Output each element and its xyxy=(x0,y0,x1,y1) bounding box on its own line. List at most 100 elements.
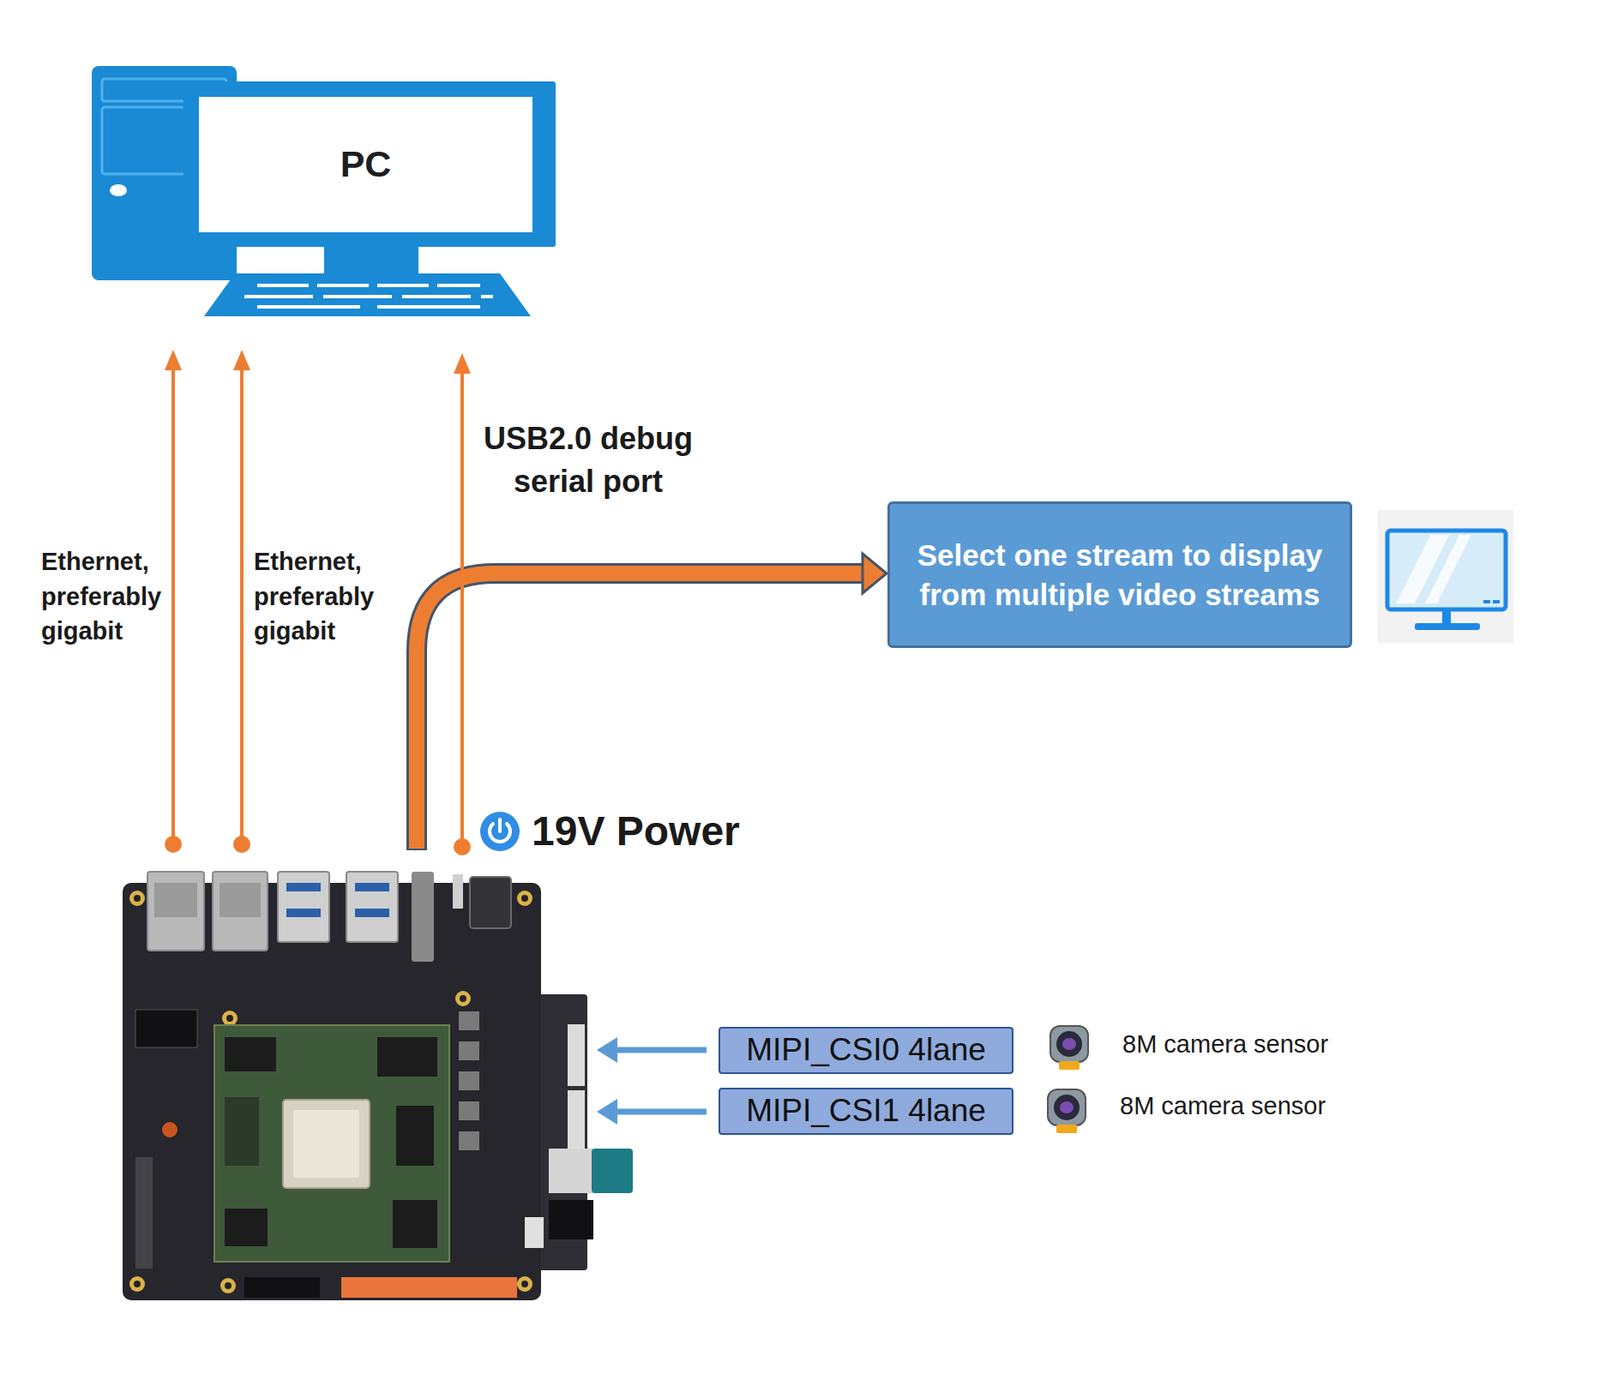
ethernet-arrow xyxy=(171,366,175,845)
pc-icon xyxy=(257,283,481,288)
video-arrow xyxy=(416,573,868,849)
camera-icon xyxy=(1056,1031,1083,1058)
power-icon xyxy=(498,819,502,832)
pc-icon xyxy=(198,96,533,233)
node-text: PC xyxy=(340,142,392,187)
board-illustration xyxy=(224,1282,232,1290)
usb-debug-arrow xyxy=(453,353,471,856)
board-illustration xyxy=(129,890,145,907)
board-illustration xyxy=(567,1090,585,1153)
board-illustration xyxy=(411,872,434,963)
ethernet-arrow xyxy=(164,349,182,854)
node-text: MIPI_CSI1 4lane xyxy=(745,1094,987,1130)
board-illustration xyxy=(548,1148,594,1194)
display-box: Select one stream to display from multip… xyxy=(887,501,1353,649)
board-illustration xyxy=(452,874,464,909)
ethernet-arrow xyxy=(164,836,182,854)
monitor-icon xyxy=(1377,510,1514,644)
camera-icon xyxy=(1050,1026,1089,1071)
board-illustration xyxy=(354,908,390,918)
camera-icon xyxy=(1058,1061,1080,1071)
monitor-icon xyxy=(1492,600,1500,604)
power-icon xyxy=(480,812,520,852)
camera-icon xyxy=(1062,1038,1077,1051)
csi-arrow xyxy=(596,1099,707,1125)
board-illustration xyxy=(226,1015,234,1023)
board-illustration xyxy=(458,1101,480,1121)
board-illustration xyxy=(458,1041,480,1061)
csi-arrow xyxy=(613,1109,707,1116)
usb-debug-arrow xyxy=(460,370,464,848)
board-illustration xyxy=(133,895,141,903)
board-illustration xyxy=(219,883,261,918)
board-illustration xyxy=(521,895,529,903)
board-illustration xyxy=(458,1071,480,1091)
camera-icon xyxy=(1056,1124,1077,1134)
board-illustration xyxy=(286,883,321,892)
board-illustration xyxy=(282,1100,370,1189)
pc-icon xyxy=(324,246,419,274)
monitor-icon xyxy=(1387,530,1506,610)
mipi-box: MIPI_CSI0 4lane xyxy=(718,1027,1014,1075)
monitor-icon xyxy=(1414,623,1480,631)
board-illustration xyxy=(458,1131,480,1151)
mipi-box: MIPI_CSI1 4lane xyxy=(718,1088,1014,1136)
board-illustration xyxy=(135,1157,153,1270)
board-illustration xyxy=(277,872,330,943)
board-illustration xyxy=(396,1106,434,1167)
power-label: 19V Power xyxy=(531,806,740,858)
csi-arrow xyxy=(613,1047,707,1054)
board-illustration xyxy=(222,1010,238,1027)
board-illustration xyxy=(458,1011,480,1031)
monitor-icon xyxy=(1425,535,1472,604)
camera-icon xyxy=(1050,1026,1089,1063)
csi-arrow xyxy=(596,1037,618,1064)
csi-arrow xyxy=(596,1037,707,1064)
board-illustration xyxy=(286,908,321,918)
camera-icon xyxy=(1047,1089,1086,1134)
board-illustration xyxy=(469,877,512,929)
board-illustration xyxy=(244,1277,320,1299)
board-illustration xyxy=(354,883,390,892)
sensor-label: 8M camera sensor xyxy=(1119,1090,1326,1122)
board-illustration xyxy=(455,991,471,1007)
link-label: USB2.0 debug serial port xyxy=(476,417,700,505)
ethernet-arrow xyxy=(164,349,182,371)
monitor-icon xyxy=(1483,600,1491,604)
board-illustration xyxy=(214,1025,450,1263)
link-label: Ethernet, preferably gigabit xyxy=(41,544,172,650)
pc-icon xyxy=(183,81,556,247)
node-text: MIPI_CSI0 4lane xyxy=(745,1033,987,1069)
board-illustration xyxy=(521,1281,529,1288)
board-illustration xyxy=(129,1276,145,1293)
usb-debug-arrow xyxy=(453,353,471,374)
monitor-icon xyxy=(1377,510,1514,644)
ethernet-arrow xyxy=(233,349,251,854)
board-illustration xyxy=(517,1276,533,1293)
board-illustration xyxy=(154,883,198,918)
board-illustration xyxy=(220,1278,236,1294)
pc-icon xyxy=(244,294,494,299)
pc-screen: PC xyxy=(198,96,533,233)
board-illustration xyxy=(162,1122,178,1138)
board-illustration xyxy=(377,1037,438,1077)
ethernet-arrow xyxy=(233,836,251,854)
board-illustration xyxy=(133,1281,141,1288)
board-illustration xyxy=(224,1097,259,1167)
board-illustration xyxy=(591,1148,633,1194)
board-illustration xyxy=(224,1037,277,1072)
board-illustration xyxy=(122,872,633,1301)
pc-icon xyxy=(204,273,531,317)
camera-icon xyxy=(1059,1101,1074,1114)
board-illustration xyxy=(147,872,205,951)
board-illustration xyxy=(548,1200,594,1240)
camera-icon xyxy=(1053,1094,1080,1121)
video-arrow xyxy=(416,553,887,851)
board-illustration xyxy=(517,890,533,907)
pc-icon xyxy=(91,66,556,317)
monitor-icon xyxy=(1442,610,1451,625)
board-illustration xyxy=(459,995,467,1003)
power-icon xyxy=(480,812,520,852)
ethernet-arrow xyxy=(240,366,244,845)
camera-icon xyxy=(1047,1089,1086,1126)
